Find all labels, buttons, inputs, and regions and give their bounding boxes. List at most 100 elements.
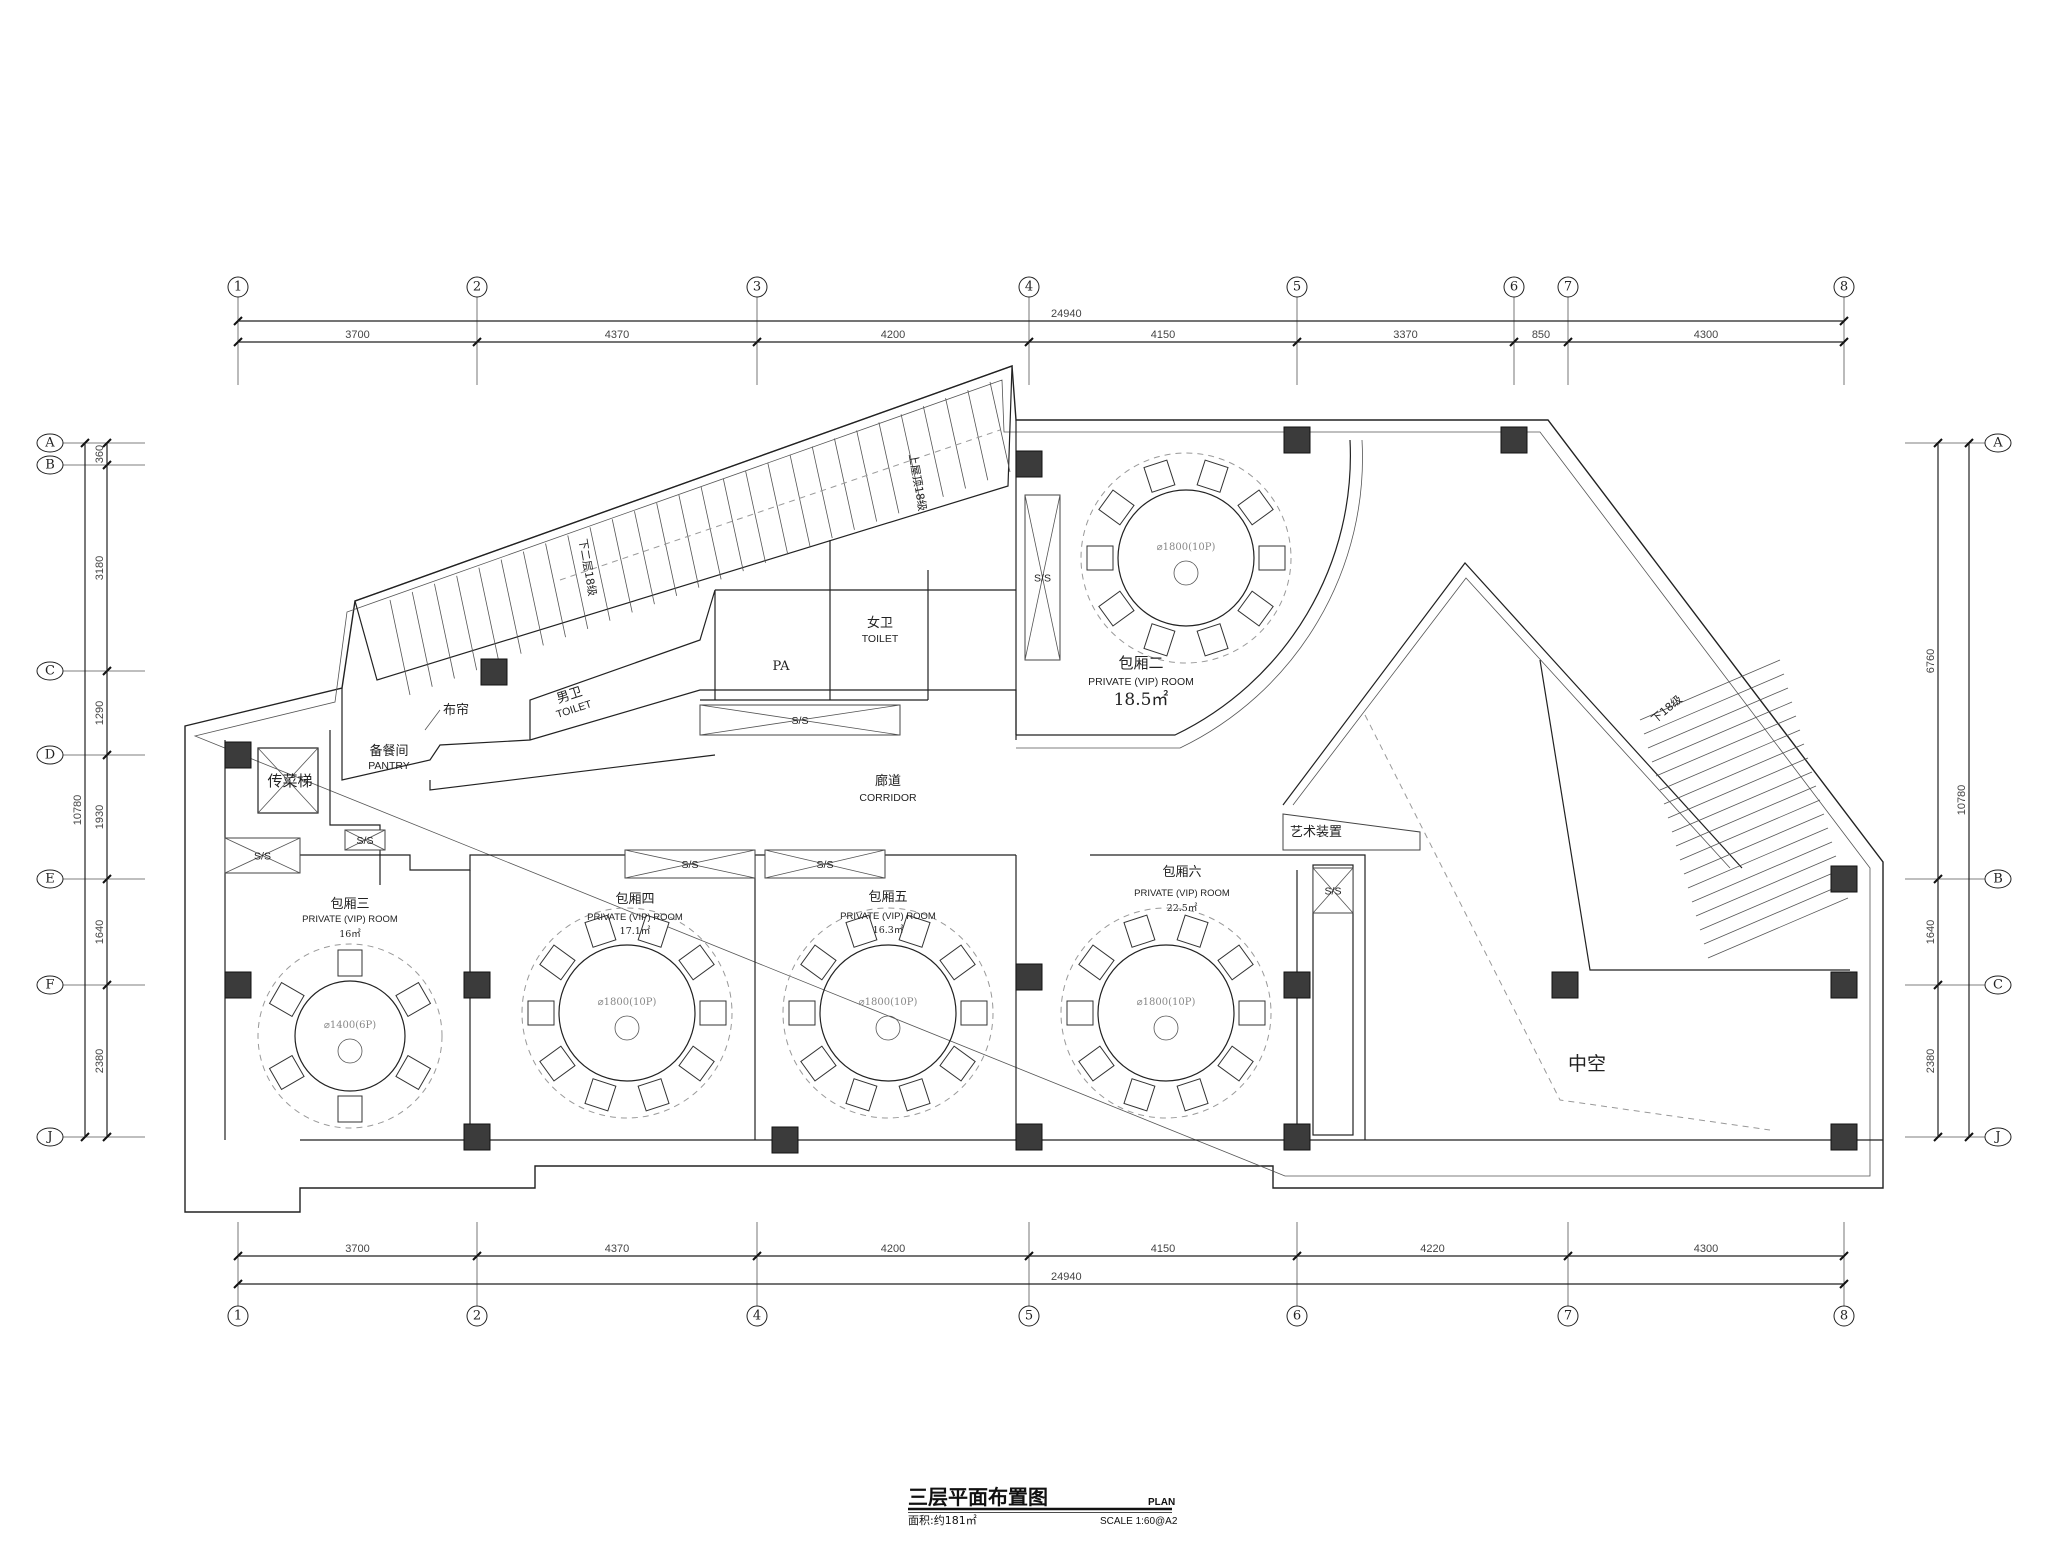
chair xyxy=(527,1000,555,1026)
dimension-value: 2380 xyxy=(1925,1049,1937,1073)
cabinet-cross xyxy=(699,704,901,736)
column xyxy=(224,971,252,999)
vip4-en: PRIVATE (VIP) ROOM xyxy=(587,912,683,923)
chair xyxy=(678,1045,715,1082)
building-walls xyxy=(184,365,1884,1213)
column xyxy=(1015,450,1043,478)
axis-bubble xyxy=(227,276,249,298)
table-vip2: ⌀1800(10P) xyxy=(1080,452,1292,664)
stair-tread xyxy=(589,527,611,621)
chair xyxy=(800,944,837,981)
chair-clearance-circle xyxy=(1060,907,1272,1119)
table-size-label: ⌀1800(10P) xyxy=(1137,997,1196,1008)
chair xyxy=(1123,914,1156,948)
vip5-area: 16.3㎡ xyxy=(873,925,904,936)
cabinet-cross xyxy=(764,849,886,879)
lazy-susan xyxy=(614,1015,640,1041)
vip3-name: 包厢三 xyxy=(330,897,369,912)
chair xyxy=(800,1045,837,1082)
stair-tread xyxy=(1679,799,1821,861)
chair xyxy=(1143,623,1176,657)
dimension-value: 360 xyxy=(94,445,106,463)
stair-tread xyxy=(767,462,789,555)
chair xyxy=(1078,1045,1115,1082)
chair xyxy=(1123,1078,1156,1112)
axis-label: 4 xyxy=(753,1309,761,1324)
axis-bubble xyxy=(1018,1305,1040,1327)
stair-tread xyxy=(500,559,522,654)
dimension-value: 850 xyxy=(1532,329,1550,341)
dimension-value: 4300 xyxy=(1694,329,1718,341)
stair-tread xyxy=(1643,673,1785,735)
axis-label: 6 xyxy=(1293,1309,1301,1324)
structural-columns xyxy=(224,426,1858,1154)
table-size-label: ⌀1800(10P) xyxy=(1157,542,1216,553)
stair-tread xyxy=(1647,687,1789,749)
axis-label: 8 xyxy=(1840,280,1848,295)
chair-clearance-circle xyxy=(521,907,733,1119)
stair-tread xyxy=(856,430,878,522)
chair-clearance-circle xyxy=(782,907,994,1119)
stair-tread xyxy=(1707,897,1849,959)
chair xyxy=(584,1078,617,1112)
cabinet-cross xyxy=(624,849,756,879)
chair xyxy=(960,1000,988,1026)
dimension-value: 4200 xyxy=(881,1243,905,1255)
axis-bubble xyxy=(227,1305,249,1327)
table-vip3: ⌀1400(6P) xyxy=(257,943,443,1129)
dimension-value: 4150 xyxy=(1151,329,1175,341)
axis-bubble xyxy=(36,745,64,765)
stair-tread xyxy=(611,519,633,613)
chair xyxy=(395,981,432,1018)
table-vip6: ⌀1800(10P) xyxy=(1060,907,1272,1119)
vip4-area: 17.1㎡ xyxy=(620,926,651,937)
stair-treads xyxy=(389,381,1011,696)
column xyxy=(1283,1123,1311,1151)
chair xyxy=(1176,914,1209,948)
storage-label: S/S xyxy=(1325,886,1342,898)
axis-label: 3 xyxy=(753,280,761,295)
dining-tables: ⌀1800(10P)⌀1400(6P)⌀1800(10P)⌀1800(10P)⌀… xyxy=(257,452,1292,1129)
axis-label: A xyxy=(44,436,55,451)
vip6-en: PRIVATE (VIP) ROOM xyxy=(1134,888,1230,899)
vip2-name: 包厢二 xyxy=(1118,654,1163,672)
stair-tread xyxy=(1703,883,1845,945)
axis-label: 8 xyxy=(1840,1309,1848,1324)
column xyxy=(1551,971,1579,999)
axis-bubble xyxy=(36,1127,64,1147)
stair-tread xyxy=(567,535,589,630)
dimension-value: 1640 xyxy=(94,920,106,944)
chair xyxy=(845,1078,878,1112)
storage-label: S/S xyxy=(792,715,809,727)
chair xyxy=(898,914,931,948)
chair xyxy=(898,1078,931,1112)
storage-label: S/S xyxy=(682,859,699,871)
stair-tread xyxy=(811,446,833,539)
chair xyxy=(1258,545,1286,571)
stair-tread xyxy=(1683,813,1825,875)
column xyxy=(1830,865,1858,893)
axis-bubble xyxy=(1984,1127,2012,1147)
curtain-label: 布帘 xyxy=(443,702,469,718)
axis-bubble xyxy=(1984,869,2012,889)
axis-label: 1 xyxy=(234,280,242,295)
drawing-scale: SCALE 1:60@A2 xyxy=(1100,1516,1178,1527)
axis-label: A xyxy=(1992,436,2003,451)
stair-tread xyxy=(922,406,944,497)
pantry-name: 备餐间 xyxy=(369,743,408,759)
axis-label: 1 xyxy=(234,1309,242,1324)
column xyxy=(1830,971,1858,999)
stair-tread xyxy=(1639,659,1781,721)
stair-tread xyxy=(1663,743,1805,805)
dimension-value: 3700 xyxy=(345,1243,369,1255)
stair-tread xyxy=(1687,827,1829,889)
vip3-area: 16㎡ xyxy=(339,929,361,940)
dimension-value: 6760 xyxy=(1925,649,1937,673)
vip5-en: PRIVATE (VIP) ROOM xyxy=(840,911,936,922)
chair xyxy=(1098,590,1135,627)
